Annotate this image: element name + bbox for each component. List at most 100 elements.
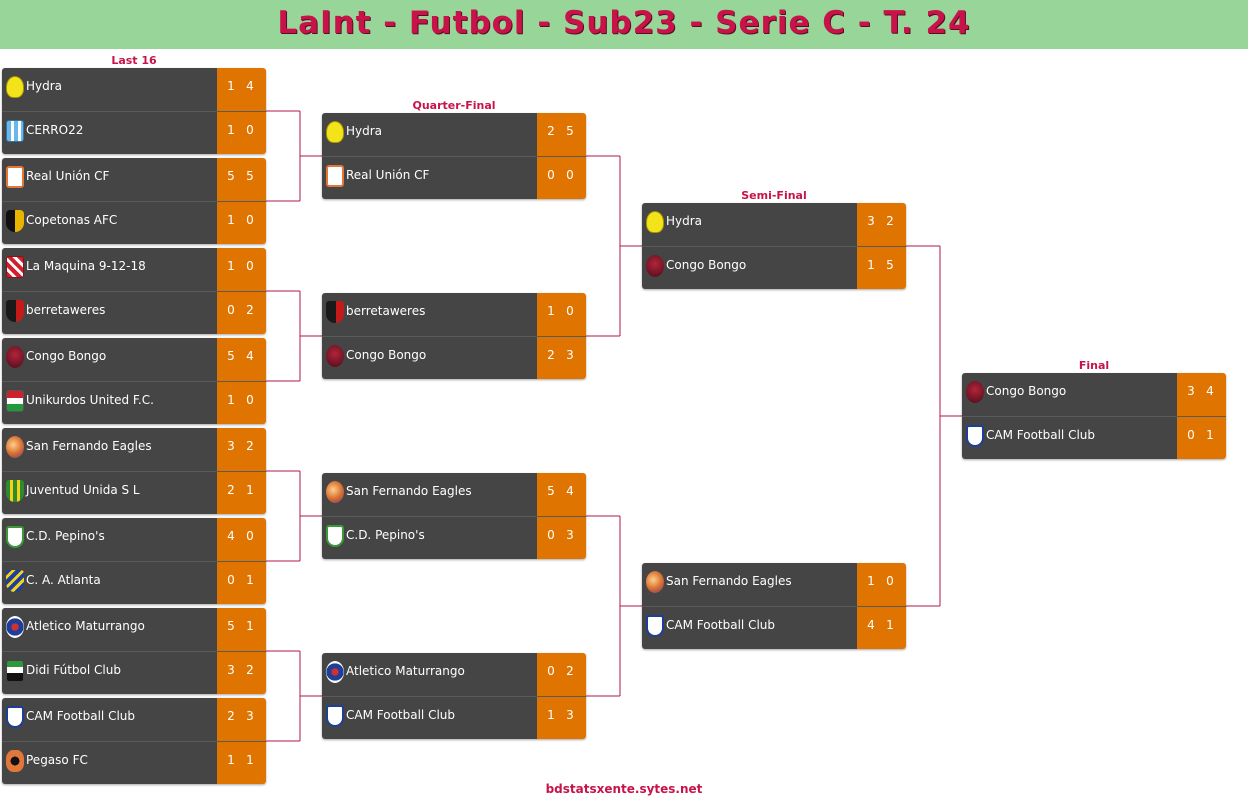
team-name-area: Copetonas AFC [2,202,217,244]
leg-1-score: 0 [547,664,555,678]
leg-1-score: 1 [867,258,875,272]
team-name-area: Congo Bongo [2,338,217,381]
team-name-area: Pegaso FC [2,742,217,784]
team-name: berretaweres [26,303,106,317]
leg-2-score: 0 [886,574,894,588]
team-name: C. A. Atlanta [26,573,101,587]
leg-1-score: 1 [227,393,235,407]
leg-2-score: 2 [246,663,254,677]
team-name: CAM Football Club [346,708,456,722]
leg-2-score: 2 [246,303,254,317]
round-label-3: Semi-Final [741,189,807,202]
team-crest-icon [6,706,24,728]
team-crest-icon [646,255,664,277]
leg-1-score: 5 [227,349,235,363]
leg-1-score: 5 [227,619,235,633]
team-name: Copetonas AFC [26,213,118,227]
leg-1-score: 0 [547,168,555,182]
leg-2-score: 0 [246,393,254,407]
leg-1-score: 3 [227,663,235,677]
team-name-area: Didi Fútbol Club [2,652,217,694]
team-name: CAM Football Club [26,709,136,723]
team-crest-icon [6,390,24,412]
leg-1-score: 4 [867,618,875,632]
team-name-area: C. A. Atlanta [2,562,217,604]
team-crest-icon [646,615,664,637]
team-name-area: C.D. Pepino's [322,517,537,559]
footer-site[interactable]: bdstatsxente.sytes.net [545,782,703,796]
team-name: Juventud Unida S L [26,483,140,497]
team-crest-icon [646,571,664,593]
team-name: Real Unión CF [26,169,110,183]
team-name: C.D. Pepino's [26,529,105,543]
team-name: Congo Bongo [346,348,427,362]
leg-2-score: 4 [246,349,254,363]
team-name: Real Unión CF [346,168,430,182]
leg-1-score: 1 [547,304,555,318]
team-name: Hydra [26,79,63,93]
leg-2-score: 5 [566,124,574,138]
team-name-area: La Maquina 9-12-18 [2,248,217,291]
leg-2-score: 1 [246,619,254,633]
leg-2-score: 0 [566,168,574,182]
